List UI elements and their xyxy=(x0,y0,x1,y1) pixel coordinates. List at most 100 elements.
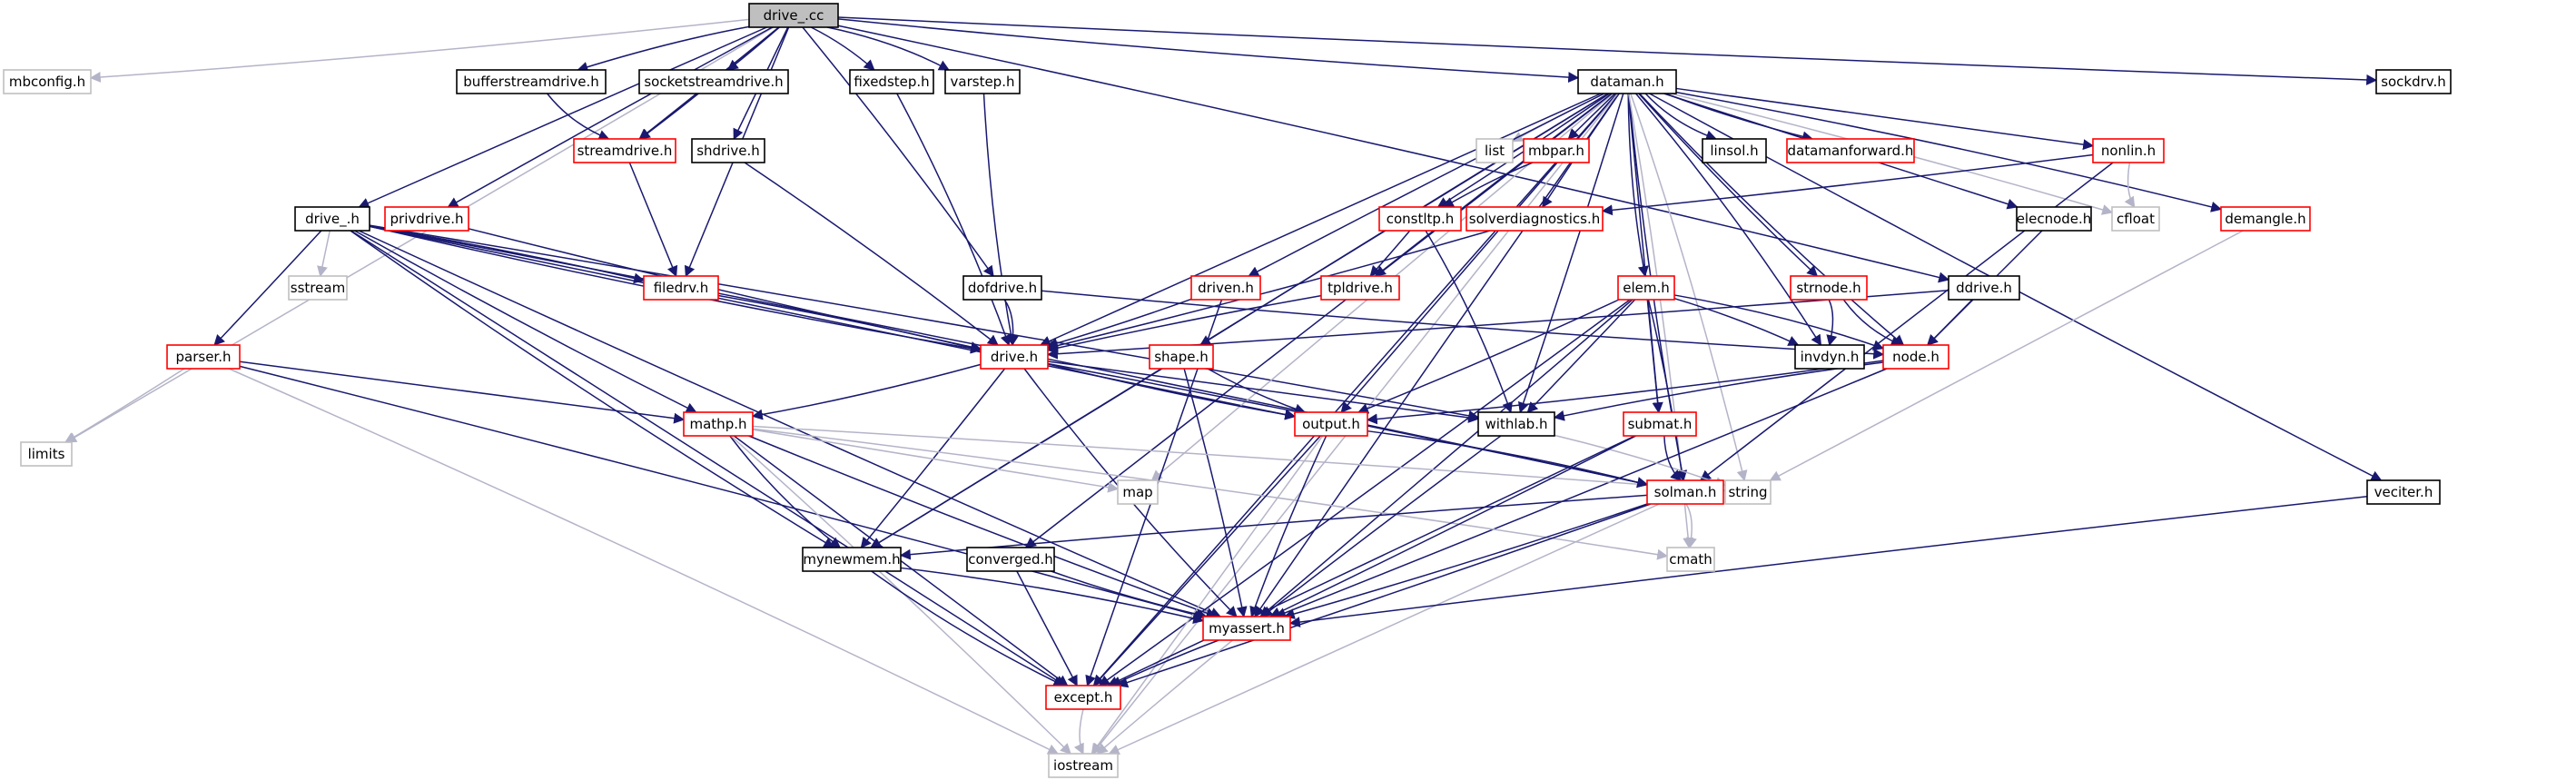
edge-parser-to-iostream xyxy=(228,368,1060,755)
node-box xyxy=(691,138,765,163)
edge-dataman-to-invdyn xyxy=(1634,93,1822,347)
node-iostream[interactable]: iostream xyxy=(1048,753,1119,778)
edge-output-to-iostream xyxy=(1091,435,1324,755)
edge-myassert-to-iostream xyxy=(1096,639,1233,755)
node-box xyxy=(1045,685,1121,710)
node-sstream[interactable]: sstream xyxy=(288,275,348,301)
edge-elem-to-withlab xyxy=(1526,299,1636,413)
node-label: tpldrive.h xyxy=(1327,280,1393,296)
node-box xyxy=(1294,411,1368,437)
edge-drive_cc-to-bufferstreamdrive xyxy=(577,25,750,73)
node-label: demangle.h xyxy=(2225,211,2305,227)
edge-drive_h-to-sstream xyxy=(317,230,331,278)
node-string[interactable]: string xyxy=(1724,479,1772,505)
node-box xyxy=(1794,344,1865,370)
edge-dataman-to-linsol xyxy=(1644,93,1717,141)
node-list[interactable]: list xyxy=(1476,138,1514,163)
node-dofdrive[interactable]: dofdrive.h xyxy=(962,275,1042,301)
node-cfloat[interactable]: cfloat xyxy=(2111,206,2160,232)
node-converged[interactable]: converged.h xyxy=(966,547,1055,572)
edge-dataman-to-myassert xyxy=(1254,93,1620,617)
node-strnode[interactable]: strnode.h xyxy=(1790,275,1868,301)
node-box xyxy=(1577,69,1677,94)
node-invdyn[interactable]: invdyn.h xyxy=(1794,344,1865,370)
node-shape[interactable]: shape.h xyxy=(1149,344,1214,370)
node-privdrive[interactable]: privdrive.h xyxy=(384,206,469,232)
node-varstep[interactable]: varstep.h xyxy=(944,69,1021,94)
node-box xyxy=(683,411,754,437)
edge-drive-to-mynewmem xyxy=(860,368,1006,548)
node-except[interactable]: except.h xyxy=(1045,685,1121,710)
node-socketstreamdrive[interactable]: socketstreamdrive.h xyxy=(638,69,789,94)
node-mynewmem[interactable]: mynewmem.h xyxy=(802,547,902,572)
node-box xyxy=(456,69,607,94)
node-withlab[interactable]: withlab.h xyxy=(1477,411,1555,437)
node-tpldrive[interactable]: tpldrive.h xyxy=(1320,275,1400,301)
node-solverdiag[interactable]: solverdiagnostics.h xyxy=(1466,206,1604,232)
node-label: drive_.h xyxy=(305,211,360,228)
edge-drive_h-to-parser xyxy=(213,230,322,346)
node-ddrive[interactable]: ddrive.h xyxy=(1948,275,2020,301)
node-cmath[interactable]: cmath xyxy=(1666,547,1715,572)
node-label: myassert.h xyxy=(1209,620,1285,637)
node-box xyxy=(1320,275,1400,301)
node-mathp[interactable]: mathp.h xyxy=(683,411,754,437)
node-solman[interactable]: solman.h xyxy=(1646,479,1724,505)
edge-driven-to-drive xyxy=(1046,298,1192,349)
edge-drive_h-to-withlab xyxy=(369,224,1480,421)
node-datamanforward[interactable]: datamanforward.h xyxy=(1786,138,1915,163)
node-driven[interactable]: driven.h xyxy=(1190,275,1261,301)
node-label: sstream xyxy=(291,280,345,296)
edge-layer xyxy=(64,16,2383,755)
node-map[interactable]: map xyxy=(1117,479,1159,505)
node-nonlin[interactable]: nonlin.h xyxy=(2092,138,2165,163)
node-mbconfig[interactable]: mbconfig.h xyxy=(3,69,92,94)
node-node[interactable]: node.h xyxy=(1882,344,1949,370)
node-drive_cc[interactable]: drive_.cc xyxy=(748,3,839,28)
node-box xyxy=(638,69,789,94)
node-demangle[interactable]: demangle.h xyxy=(2220,206,2311,232)
node-drive[interactable]: drive.h xyxy=(980,344,1049,370)
node-label: list xyxy=(1485,143,1505,159)
edge-output-to-except xyxy=(1092,435,1321,686)
edge-dataman-to-strnode xyxy=(1638,93,1819,277)
node-limits[interactable]: limits xyxy=(20,441,73,467)
node-submat[interactable]: submat.h xyxy=(1623,411,1697,437)
node-fixedstep[interactable]: fixedstep.h xyxy=(849,69,934,94)
node-bufferstreamdrive[interactable]: bufferstreamdrive.h xyxy=(456,69,607,94)
node-elecnode[interactable]: elecnode.h xyxy=(2016,206,2092,232)
node-parser[interactable]: parser.h xyxy=(166,344,241,370)
edge-shape-to-mynewmem xyxy=(870,368,1163,548)
node-label: varstep.h xyxy=(951,74,1015,90)
node-filedrv[interactable]: filedrv.h xyxy=(643,275,719,301)
node-dataman[interactable]: dataman.h xyxy=(1577,69,1677,94)
node-elem[interactable]: elem.h xyxy=(1617,275,1675,301)
node-label: bufferstreamdrive.h xyxy=(463,74,599,90)
node-box xyxy=(944,69,1021,94)
node-output[interactable]: output.h xyxy=(1294,411,1368,437)
edge-varstep-to-drive xyxy=(982,93,1017,347)
node-drive_h[interactable]: drive_.h xyxy=(294,206,370,232)
node-shdrive[interactable]: shdrive.h xyxy=(691,138,765,163)
node-label: streamdrive.h xyxy=(577,143,673,159)
edge-except-to-iostream xyxy=(1073,708,1084,755)
node-box xyxy=(294,206,370,232)
node-mbpar[interactable]: mbpar.h xyxy=(1523,138,1590,163)
node-linsol[interactable]: linsol.h xyxy=(1702,138,1767,163)
node-myassert[interactable]: myassert.h xyxy=(1202,616,1291,641)
node-streamdrive[interactable]: streamdrive.h xyxy=(573,138,676,163)
edge-nonlin-to-cfloat xyxy=(2124,162,2136,209)
node-box xyxy=(1646,479,1724,505)
edge-withlab-to-myassert xyxy=(1261,435,1502,617)
edge-drive_h-to-mynewmem xyxy=(350,230,835,548)
node-box xyxy=(1790,275,1868,301)
edge-veciter-to-myassert xyxy=(1288,495,2368,627)
edge-drive_h-to-except xyxy=(350,230,1066,686)
node-sockdrv[interactable]: sockdrv.h xyxy=(2375,69,2452,94)
node-label: output.h xyxy=(1302,416,1360,432)
node-veciter[interactable]: veciter.h xyxy=(2366,479,2441,505)
edge-dataman-to-datamanforward xyxy=(1664,93,1814,143)
node-constltp[interactable]: constltp.h xyxy=(1378,206,1462,232)
node-label: filedrv.h xyxy=(654,280,709,296)
node-label: mbconfig.h xyxy=(9,74,85,90)
